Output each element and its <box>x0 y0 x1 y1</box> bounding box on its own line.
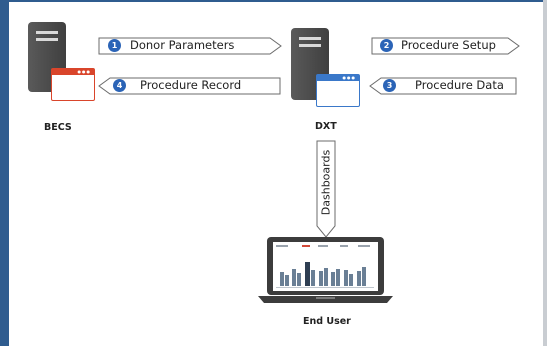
dxt-window-icon: ●●● <box>316 74 360 107</box>
right-arrow-shape <box>371 37 520 55</box>
flow-label-procedure-data: Procedure Data <box>415 78 504 92</box>
flow-arrow-procedure-data: 3 Procedure Data <box>369 77 517 95</box>
flow-label-procedure-record: Procedure Record <box>140 78 242 92</box>
left-arrow-shape <box>98 77 281 95</box>
becs-label: BECS <box>44 122 72 133</box>
end-user-laptop-icon <box>258 236 393 306</box>
right-arrow-shape <box>98 37 282 55</box>
down-arrow-shape <box>316 140 336 238</box>
step-badge-2: 2 <box>380 39 393 52</box>
flow-arrow-procedure-setup: 2 Procedure Setup <box>371 37 521 55</box>
flow-arrow-dashboards <box>315 140 337 238</box>
step-badge-1: 1 <box>108 39 121 52</box>
left-arrow-shape <box>369 77 517 95</box>
flow-label-donor-parameters: Donor Parameters <box>130 38 235 52</box>
dxt-label: DXT <box>315 121 337 132</box>
step-badge-3: 3 <box>383 79 396 92</box>
step-badge-4: 4 <box>113 79 126 92</box>
becs-window-icon: ●●● <box>51 68 95 101</box>
flow-label-procedure-setup: Procedure Setup <box>401 38 496 52</box>
flow-arrow-procedure-record: 4 Procedure Record <box>98 77 281 95</box>
end-user-label: End User <box>303 316 351 327</box>
frame-edge <box>543 0 547 346</box>
flow-label-dashboards: Dashboards <box>319 149 333 216</box>
flow-arrow-donor-parameters: 1 Donor Parameters <box>98 37 283 55</box>
